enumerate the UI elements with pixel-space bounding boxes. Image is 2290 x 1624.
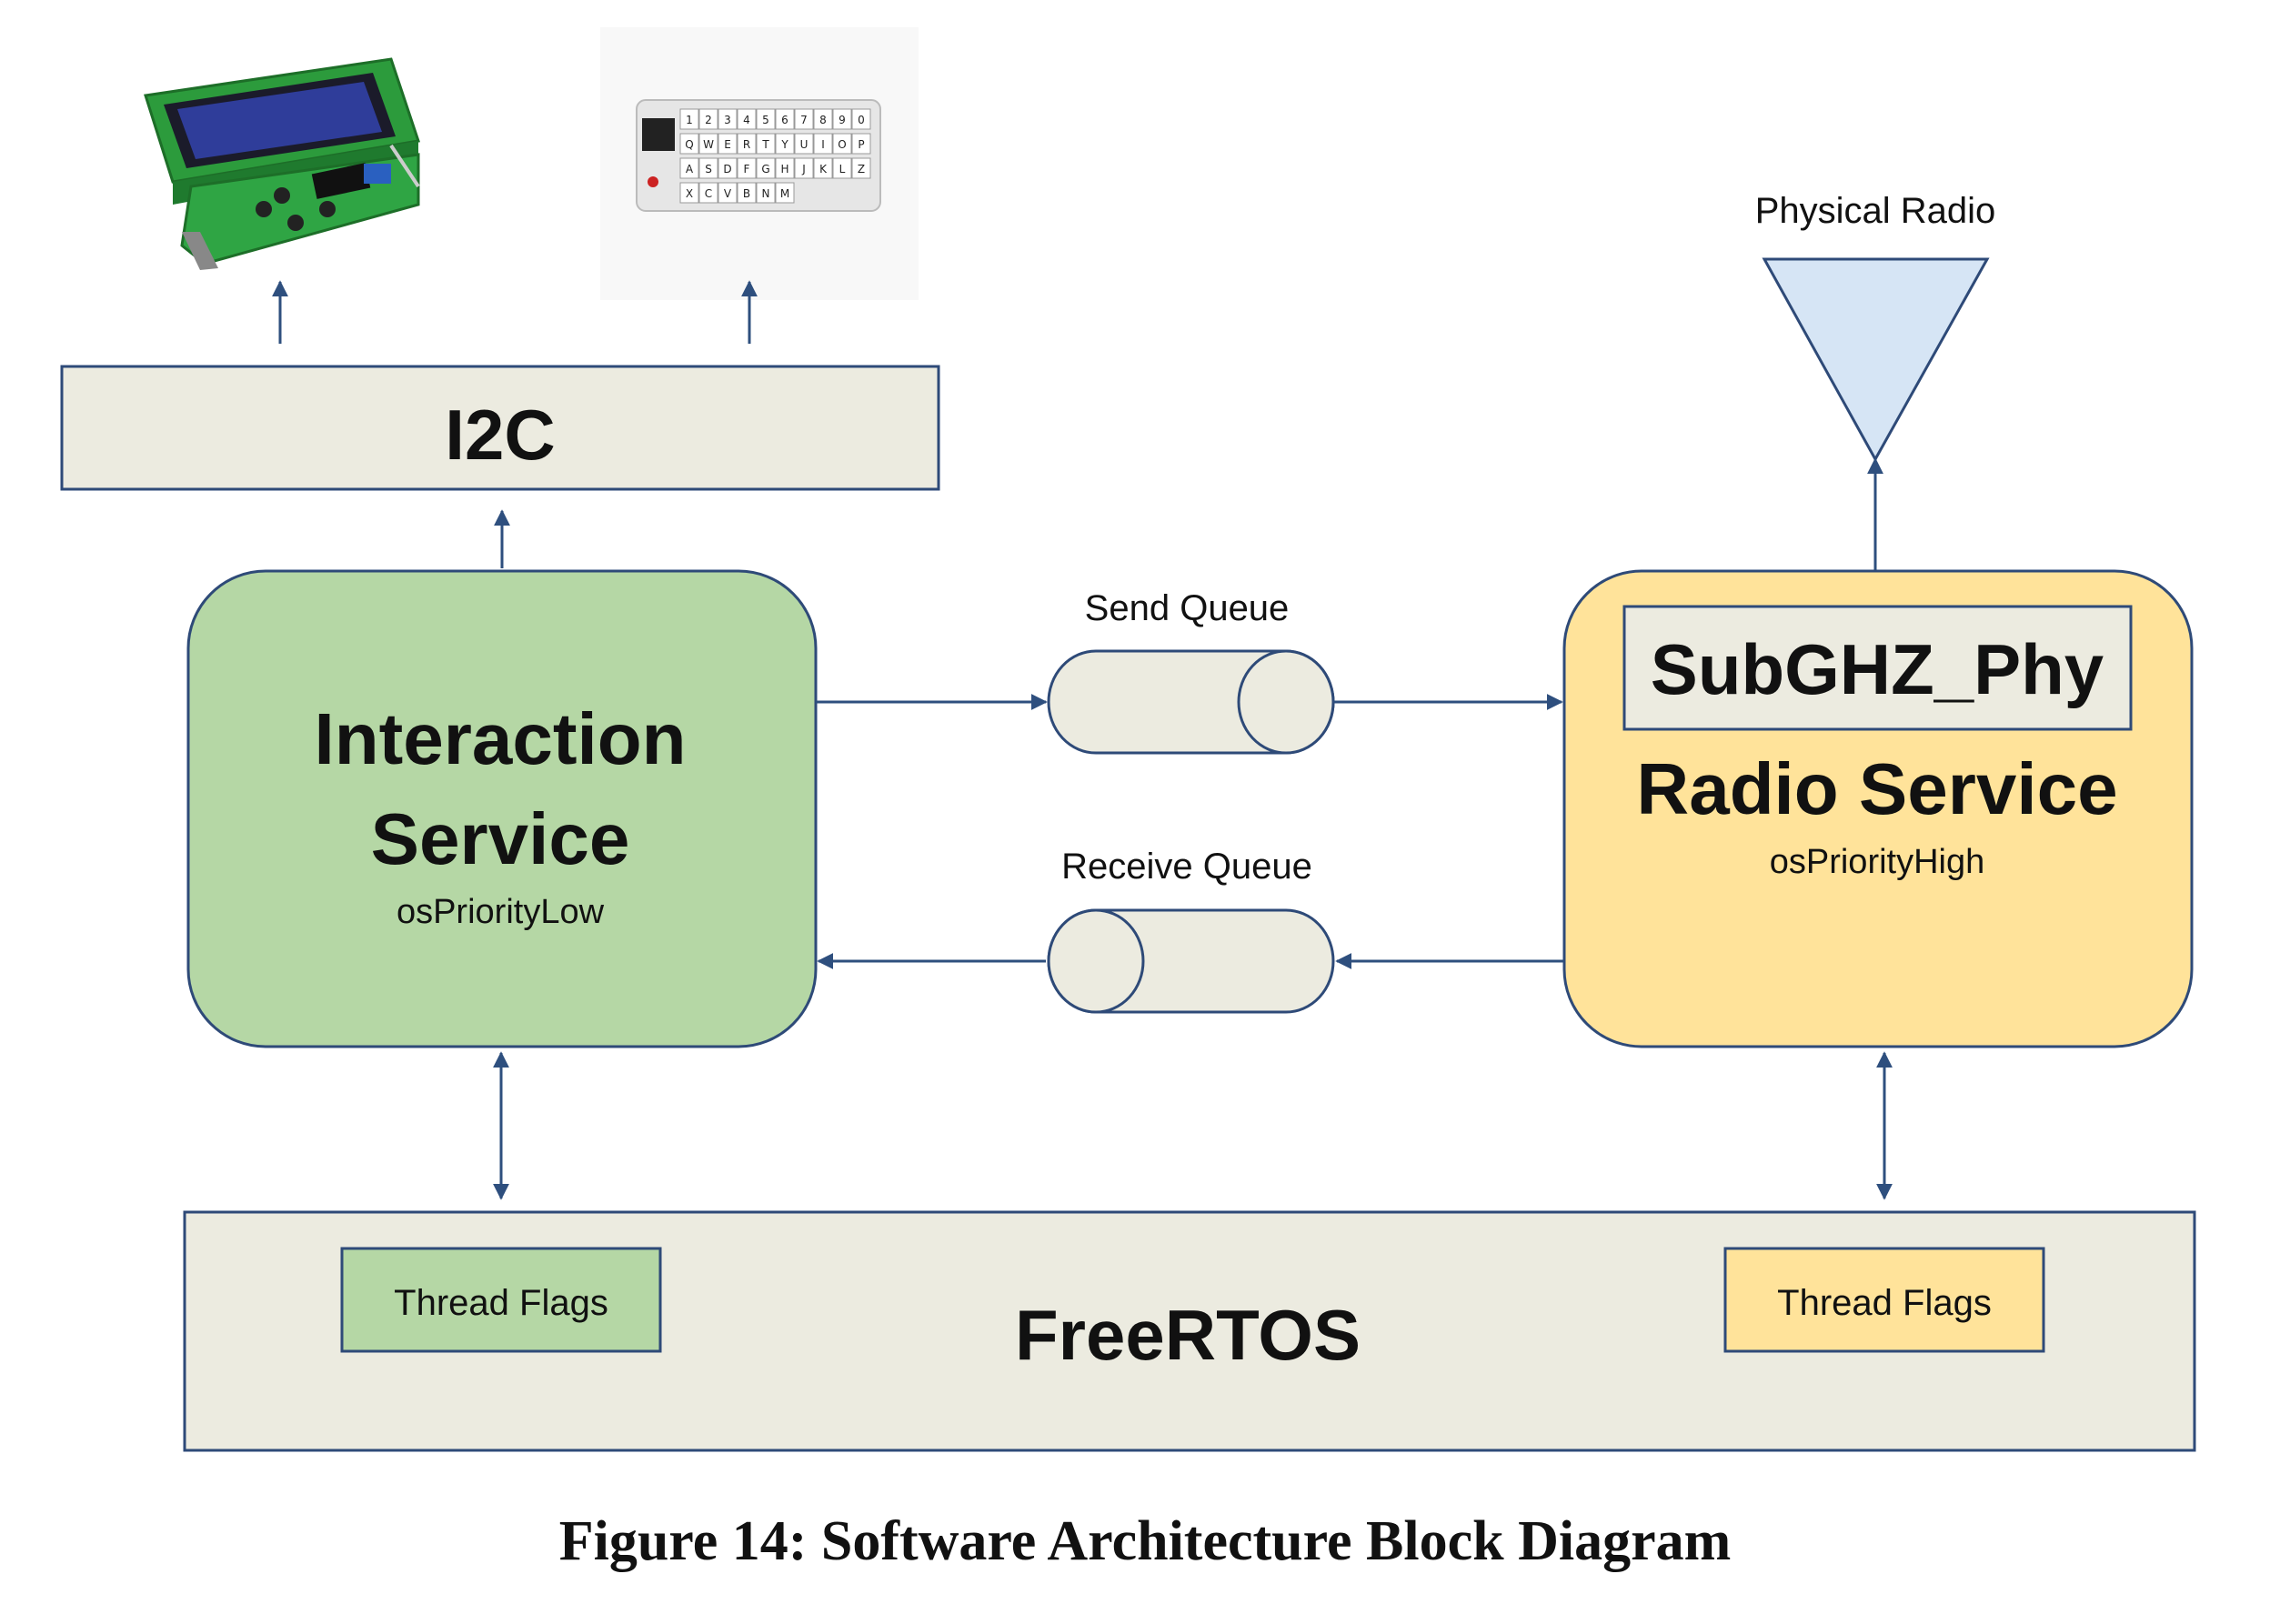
freertos-block: Thread Flags Thread Flags FreeRTOS [183, 1210, 2196, 1452]
keyboard-key-label: S [705, 163, 712, 175]
thread-flags-left: Thread Flags [394, 1283, 608, 1323]
receive-queue-label: Receive Queue [1061, 847, 1312, 887]
keyboard-key [775, 157, 795, 179]
keyboard-key-label: D [723, 163, 731, 175]
keyboard-key-label: P [858, 138, 864, 151]
keyboard-key-label: F [744, 163, 750, 175]
keyboard-key-label: C [705, 187, 712, 200]
keyboard-key [698, 133, 718, 155]
keyboard-key [737, 182, 757, 204]
send-queue [1047, 649, 1335, 755]
keyboard-key-label: T [761, 138, 769, 151]
keyboard-key [832, 133, 852, 155]
keyboard-key-label: 6 [781, 114, 788, 126]
keyboard-key-label: M [780, 187, 789, 200]
subghz-phy-label: SubGHZ_Phy [1651, 629, 2104, 709]
keyboard-key-label: Y [780, 138, 788, 151]
freertos-label: FreeRTOS [1015, 1295, 1361, 1375]
keyboard-key [737, 133, 757, 155]
i2c-label: I2C [445, 395, 555, 475]
keyboard-key [737, 157, 757, 179]
keyboard-key-label: V [724, 187, 732, 200]
send-queue-label: Send Queue [1085, 588, 1290, 628]
keyboard-key-label: K [819, 163, 828, 175]
interaction-service-title-line1: Interaction [315, 698, 687, 779]
receive-queue [1047, 908, 1335, 1014]
radio-service-block: SubGHZ_Phy Radio Service osPriorityHigh [1562, 569, 2194, 1048]
keyboard-key [698, 108, 718, 130]
keyboard-key-label: 1 [686, 114, 693, 126]
keyboard-key-label: N [762, 187, 770, 200]
i2c-bus: I2C [60, 365, 940, 491]
keyboard-key-label: 7 [800, 114, 808, 126]
keyboard-key [794, 108, 814, 130]
keyboard-key [756, 157, 776, 179]
keyboard-key [737, 108, 757, 130]
keyboard-key-label: U [800, 138, 809, 151]
keyboard-key-label: W [703, 138, 714, 151]
keyboard-key-label: 4 [743, 114, 750, 126]
interaction-service-block: Interaction Service osPriorityLow [186, 569, 818, 1048]
keyboard-key-label: L [839, 163, 846, 175]
keyboard-key-label: 9 [839, 114, 846, 126]
keyboard-key [794, 133, 814, 155]
figure-caption: Figure 14: Software Architecture Block D… [558, 1510, 1732, 1572]
keyboard-key-label: R [743, 138, 750, 151]
keyboard-key-label: G [761, 163, 769, 175]
keyboard-key [679, 133, 699, 155]
keyboard-key-label: Q [685, 138, 693, 151]
keyboard-key [718, 108, 738, 130]
keyboard-key-label: B [743, 187, 750, 200]
keyboard-key [775, 108, 795, 130]
keyboard-key [813, 133, 833, 155]
keyboard-key [794, 157, 814, 179]
keyboard-key [679, 108, 699, 130]
radio-service-priority: osPriorityHigh [1770, 843, 1985, 881]
keyboard-key [718, 157, 738, 179]
thread-flags-right: Thread Flags [1777, 1283, 1992, 1323]
keyboard-key [756, 182, 776, 204]
keyboard-key-label: E [724, 138, 731, 151]
radio-service-title: Radio Service [1636, 748, 2117, 829]
keyboard-key [851, 133, 871, 155]
keyboard-key [832, 108, 852, 130]
keyboard-key [851, 157, 871, 179]
keyboard-key-label: Z [858, 163, 865, 175]
keyboard-key [832, 157, 852, 179]
keyboard-key-label: H [780, 163, 788, 175]
interaction-service-title-line2: Service [371, 798, 630, 879]
keyboard-key [813, 108, 833, 130]
keyboard-key-label: X [686, 187, 693, 200]
keyboard-key [718, 133, 738, 155]
lcd-display-icon [144, 57, 420, 270]
keyboard-key [718, 182, 738, 204]
keyboard-key-label: 0 [858, 114, 865, 126]
keyboard-key-label: 5 [762, 114, 769, 126]
keyboard-key [698, 182, 718, 204]
keyboard-key [775, 182, 795, 204]
keyboard-key [851, 108, 871, 130]
keyboard-key-label: 8 [819, 114, 827, 126]
keyboard-key-label: A [686, 163, 694, 175]
keyboard-key [756, 133, 776, 155]
keyboard-key-label: 2 [705, 114, 712, 126]
keyboard-key [679, 157, 699, 179]
interaction-service-priority: osPriorityLow [397, 893, 605, 931]
keyboard-key-label: O [838, 138, 846, 151]
antenna-icon [1762, 257, 1990, 463]
keyboard-key-label: I [821, 138, 825, 151]
keyboard-key-label: 3 [724, 114, 731, 126]
keyboard-key [775, 133, 795, 155]
keyboard-key [813, 157, 833, 179]
physical-radio-label: Physical Radio [1755, 191, 1996, 231]
keyboard-key [756, 108, 776, 130]
keyboard-key-label: J [801, 163, 806, 175]
keyboard-key [698, 157, 718, 179]
keyboard-key [679, 182, 699, 204]
